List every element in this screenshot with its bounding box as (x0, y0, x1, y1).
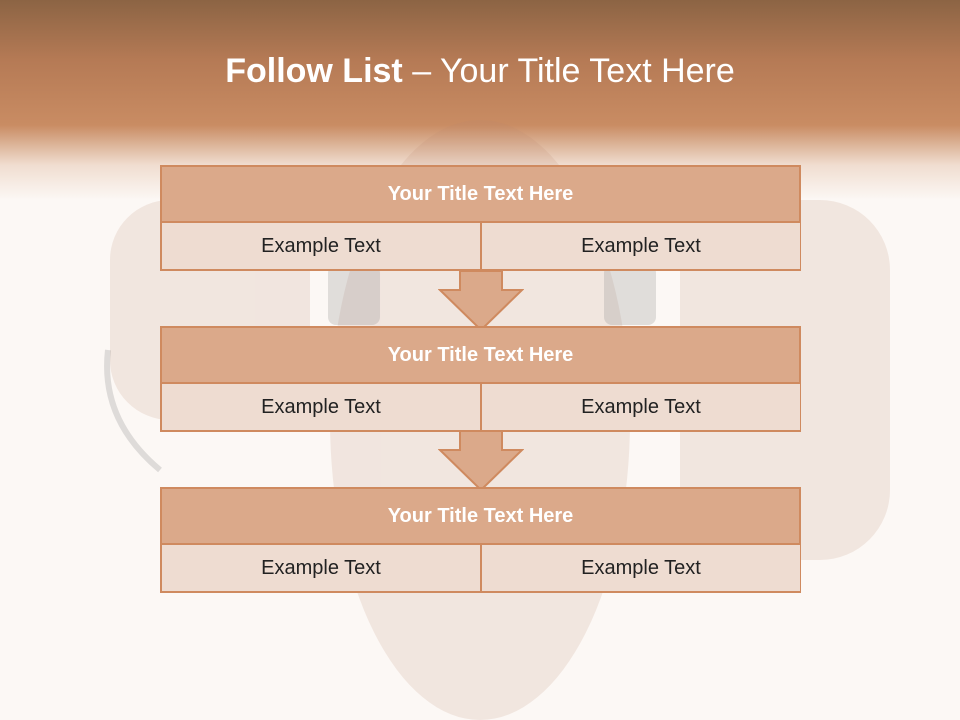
block-cell-right: Example Text (482, 223, 800, 269)
block-cell-right: Example Text (482, 545, 800, 591)
block-title: Your Title Text Here (162, 167, 799, 223)
list-block-2: Your Title Text Here Example Text Exampl… (160, 326, 801, 432)
list-block-1: Your Title Text Here Example Text Exampl… (160, 165, 801, 271)
block-cell-left: Example Text (162, 545, 482, 591)
page-title-rest: – Your Title Text Here (402, 52, 735, 90)
block-cell-right: Example Text (482, 384, 800, 430)
block-cell-left: Example Text (162, 384, 482, 430)
page-title: Follow List – Your Title Text Here (0, 52, 960, 91)
block-title: Your Title Text Here (162, 489, 799, 545)
down-arrow-icon (438, 270, 524, 332)
down-arrow-icon (438, 430, 524, 492)
block-title: Your Title Text Here (162, 328, 799, 384)
block-cell-left: Example Text (162, 223, 482, 269)
page-title-bold: Follow List (225, 52, 403, 90)
list-block-3: Your Title Text Here Example Text Exampl… (160, 487, 801, 593)
